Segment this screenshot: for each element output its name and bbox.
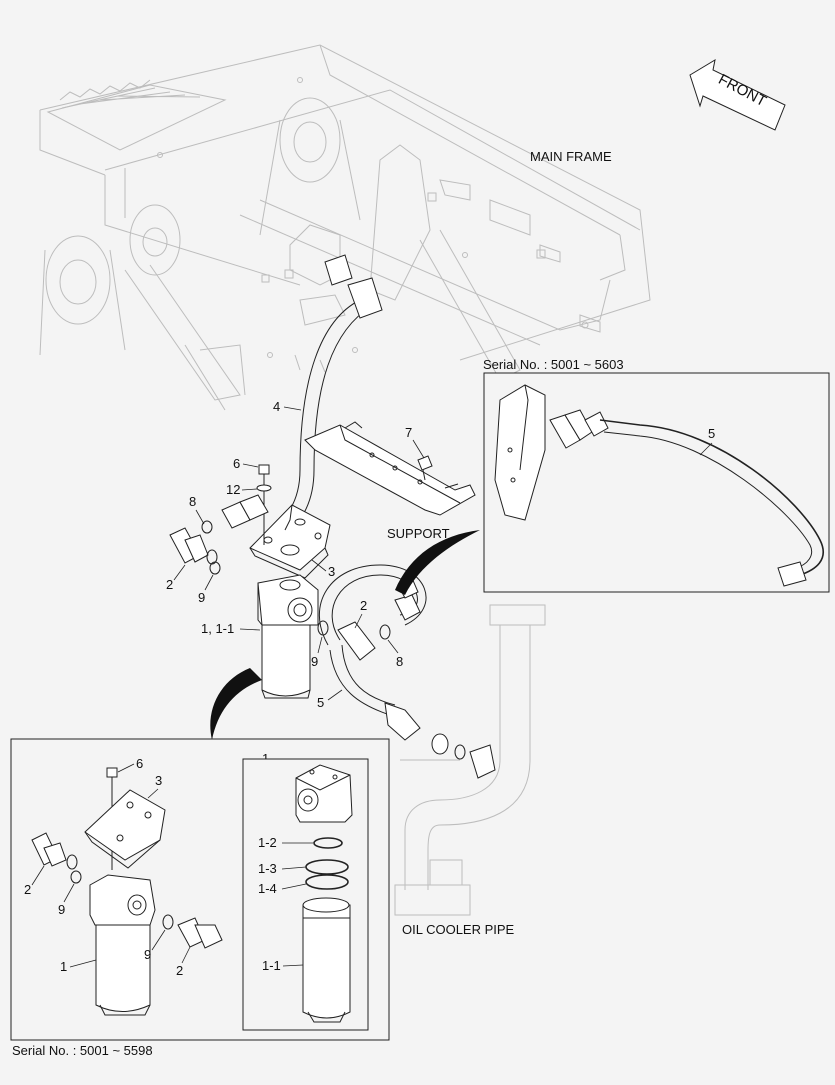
pointer-arc-left <box>210 668 262 740</box>
hose-4 <box>259 254 383 548</box>
callout-2-left: 2 <box>166 577 173 592</box>
pointer-arc-top <box>395 530 480 595</box>
sub-callout-1-4: 1-4 <box>258 881 277 896</box>
inset-callout-2-right: 2 <box>176 963 183 978</box>
main-frame-drawing <box>39 44 651 411</box>
callout-8-top: 8 <box>189 494 196 509</box>
elbow-fitting-2-left <box>169 520 221 575</box>
filter-main <box>257 574 319 699</box>
top-inset: Serial No. : 5001 ~ 5603 5 <box>483 357 830 593</box>
callout-7: 7 <box>405 425 412 440</box>
main-frame-label: MAIN FRAME <box>530 149 612 164</box>
inset-callout-9-right: 9 <box>144 947 151 962</box>
inset-callout-6: 6 <box>136 756 143 771</box>
filter-bracket-3 <box>249 504 331 579</box>
sub-callout-1-1: 1-1 <box>262 958 281 973</box>
callout-2-right: 2 <box>360 598 367 613</box>
main-callouts: 4 7 6 12 8 3 2 9 1, 1-1 2 9 8 5 <box>166 399 425 710</box>
top-inset-callout-5: 5 <box>708 426 715 441</box>
sub-callout-1-3: 1-3 <box>258 861 277 876</box>
callout-9-left: 9 <box>198 590 205 605</box>
callout-1-1-1: 1, 1-1 <box>201 621 234 636</box>
callout-6: 6 <box>233 456 240 471</box>
inset-callout-1: 1 <box>60 959 67 974</box>
support-label: SUPPORT <box>387 526 450 541</box>
callout-8-right: 8 <box>396 654 403 669</box>
straight-fitting <box>221 494 269 529</box>
oil-cooler-pipe-label: OIL COOLER PIPE <box>402 922 515 937</box>
right-hose-loop <box>317 564 427 661</box>
inset-callout-3: 3 <box>155 773 162 788</box>
inset-callout-9-left: 9 <box>58 902 65 917</box>
serial-top-label: Serial No. : 5001 ~ 5603 <box>483 357 624 372</box>
callout-5-main: 5 <box>317 695 324 710</box>
inset-callout-2-left: 2 <box>24 882 31 897</box>
sub-callout-1-2: 1-2 <box>258 835 277 850</box>
support-bracket <box>304 421 476 516</box>
front-arrow: FRONT <box>689 58 786 131</box>
oil-cooler-pipe <box>394 604 546 916</box>
serial-bottom-label: Serial No. : 5001 ~ 5598 <box>12 1043 153 1058</box>
callout-3: 3 <box>328 564 335 579</box>
bottom-inset: 6 3 2 9 1 9 2 1 <box>10 738 390 1041</box>
callout-4: 4 <box>273 399 280 414</box>
callout-12: 12 <box>226 482 240 497</box>
callout-9-right: 9 <box>311 654 318 669</box>
hose-5-main <box>329 644 496 779</box>
